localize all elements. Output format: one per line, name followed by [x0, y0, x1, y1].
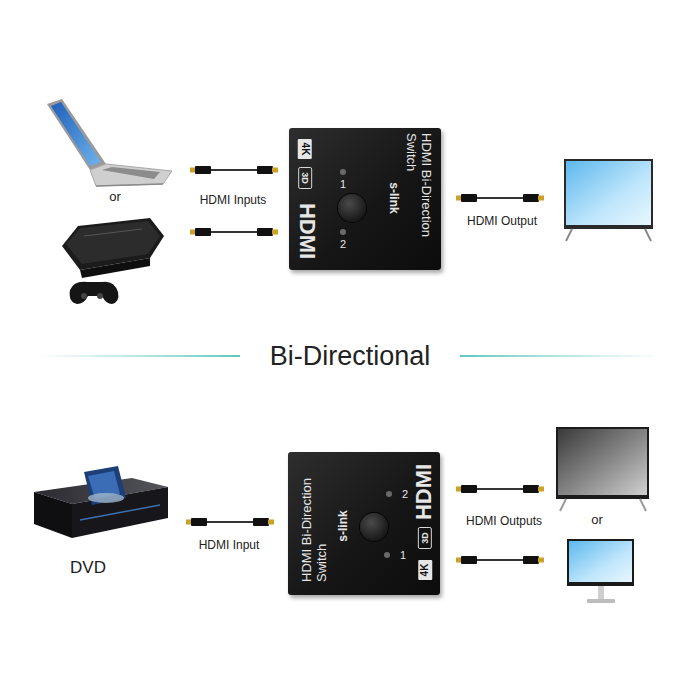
label-text: DVD: [70, 558, 106, 578]
port-number: 1: [397, 549, 409, 562]
switch-box: HDMI Bi-Direction Switch s-link HDMI 4K 3D 1 2: [289, 128, 441, 270]
label-text: or: [591, 513, 603, 528]
3d-badge: 3D: [298, 167, 312, 189]
indicator-led: [340, 229, 346, 235]
port-number: 2: [399, 488, 411, 501]
label-text: HDMI Outputs: [466, 515, 542, 529]
device-name: HDMI Bi-Direction Switch: [299, 462, 329, 582]
4k-badge: 4K: [298, 139, 312, 159]
indicator-led: [384, 552, 390, 558]
section-heading: Bi-Directional: [264, 340, 437, 372]
port-number: 1: [337, 178, 349, 191]
switch-box: HDMI Bi-Direction Switch s-link HDMI2 1 3D 4K: [288, 452, 440, 595]
laptop: [47, 99, 172, 186]
monitor: [567, 539, 634, 603]
port-number: 2: [337, 238, 349, 251]
indicator-led: [340, 169, 346, 175]
select-button: [360, 513, 388, 541]
4k-badge: 4K: [418, 560, 432, 580]
label-text: or: [109, 190, 121, 205]
indicator-led: [386, 491, 392, 497]
hdmi-logo: HDMI: [411, 456, 436, 528]
hdmi-logo: HDMI: [294, 195, 319, 267]
label-text: HDMI Input: [199, 539, 260, 553]
brand-name: s-link: [386, 172, 400, 224]
label-text: HDMI Inputs: [200, 194, 267, 208]
label-text: HDMI Output: [467, 215, 537, 229]
3d-badge: 3D: [418, 527, 432, 549]
television: [556, 427, 649, 511]
dvd-player: [34, 466, 168, 538]
game-console: [62, 218, 164, 304]
television: [564, 159, 653, 241]
device-name: HDMI Bi-Direction Switch: [404, 133, 434, 251]
brand-name: s-link: [337, 500, 351, 552]
select-button: [338, 194, 366, 222]
